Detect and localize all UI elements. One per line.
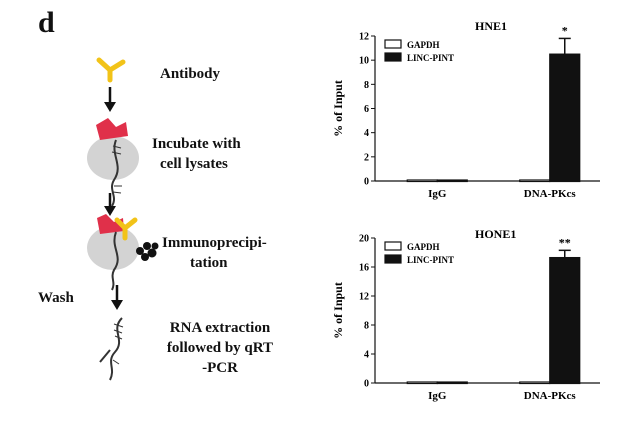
legend-swatch-gapdh: [384, 39, 402, 49]
x-tick-label: IgG: [428, 390, 447, 402]
bar-linc-pint-igg: [436, 179, 468, 183]
legend-label-gapdh: GAPDH: [407, 40, 440, 50]
y-tick-label: 6: [364, 104, 369, 115]
legend-swatch-linc-pint: [384, 52, 402, 62]
y-tick-label: 12: [359, 292, 369, 303]
x-tick-label: DNA-PKcs: [524, 390, 577, 402]
step-ip-line-2: tation: [190, 255, 228, 271]
x-tick-label: IgG: [428, 188, 447, 200]
legend-label-linc-pint: LINC-PINT: [407, 255, 454, 265]
step-incubate-line-1: Incubate with: [152, 136, 241, 152]
rna-icon: [99, 317, 124, 381]
y-tick-label: 4: [364, 350, 369, 361]
bar-gapdh-dna-pkcs: [519, 381, 551, 385]
step-rna-extraction: RNA extraction followed by qRT -PCR: [150, 318, 290, 378]
step-rna-line-3: -PCR: [202, 360, 238, 376]
step-rna-line-2: followed by qRT: [166, 340, 274, 356]
step-rna-line-1: RNA extraction: [169, 320, 271, 336]
y-tick-label: 20: [359, 234, 369, 245]
bar-linc-pint-igg: [436, 381, 468, 385]
y-axis-label: % of Input: [331, 282, 345, 339]
immunoprecipitation-complex-icon: [87, 214, 159, 291]
y-axis-label: % of Input: [331, 80, 345, 137]
y-tick-label: 8: [364, 321, 369, 332]
legend-label-linc-pint: LINC-PINT: [407, 53, 454, 63]
panel-label: d: [38, 6, 55, 39]
arrow-down-icon: [104, 87, 116, 112]
bead-protein-complex-icon: [87, 118, 139, 207]
step-incubate-line-2: cell lysates: [160, 156, 228, 172]
step-ip-line-1: Immunoprecipi-: [162, 235, 267, 251]
y-tick-label: 4: [364, 128, 369, 139]
arrow-down-icon: [111, 285, 123, 310]
x-tick-label: DNA-PKcs: [524, 188, 577, 200]
bar-gapdh-dna-pkcs: [519, 179, 551, 183]
legend-label-gapdh: GAPDH: [407, 242, 440, 252]
chart-title: HONE1: [475, 227, 516, 241]
bar-linc-pint-dna-pkcs: [549, 53, 581, 183]
y-tick-label: 0: [364, 379, 369, 390]
bar-linc-pint-dna-pkcs: [549, 256, 581, 385]
step-antibody: Antibody: [160, 66, 221, 82]
y-tick-label: 2: [364, 152, 369, 163]
bar-gapdh-igg: [406, 381, 438, 385]
legend-swatch-gapdh: [384, 241, 402, 251]
y-tick-label: 8: [364, 80, 369, 91]
chart-title: HNE1: [475, 19, 507, 33]
y-tick-label: 12: [359, 32, 369, 43]
step-wash: Wash: [38, 290, 74, 306]
significance-annotation: *: [562, 23, 568, 37]
antibody-icon: [96, 57, 126, 83]
significance-annotation: **: [559, 235, 571, 249]
step-incubate: Incubate with cell lysates: [152, 134, 241, 174]
chip-workflow-diagram: [87, 57, 159, 381]
bar-gapdh-igg: [406, 179, 438, 183]
arrow-down-icon: [104, 193, 116, 216]
y-tick-label: 10: [359, 56, 369, 67]
legend-swatch-linc-pint: [384, 254, 402, 264]
step-immunoprecipitation: Immunoprecipi- tation: [162, 233, 267, 273]
y-tick-label: 16: [359, 263, 369, 274]
y-tick-label: 0: [364, 177, 369, 188]
